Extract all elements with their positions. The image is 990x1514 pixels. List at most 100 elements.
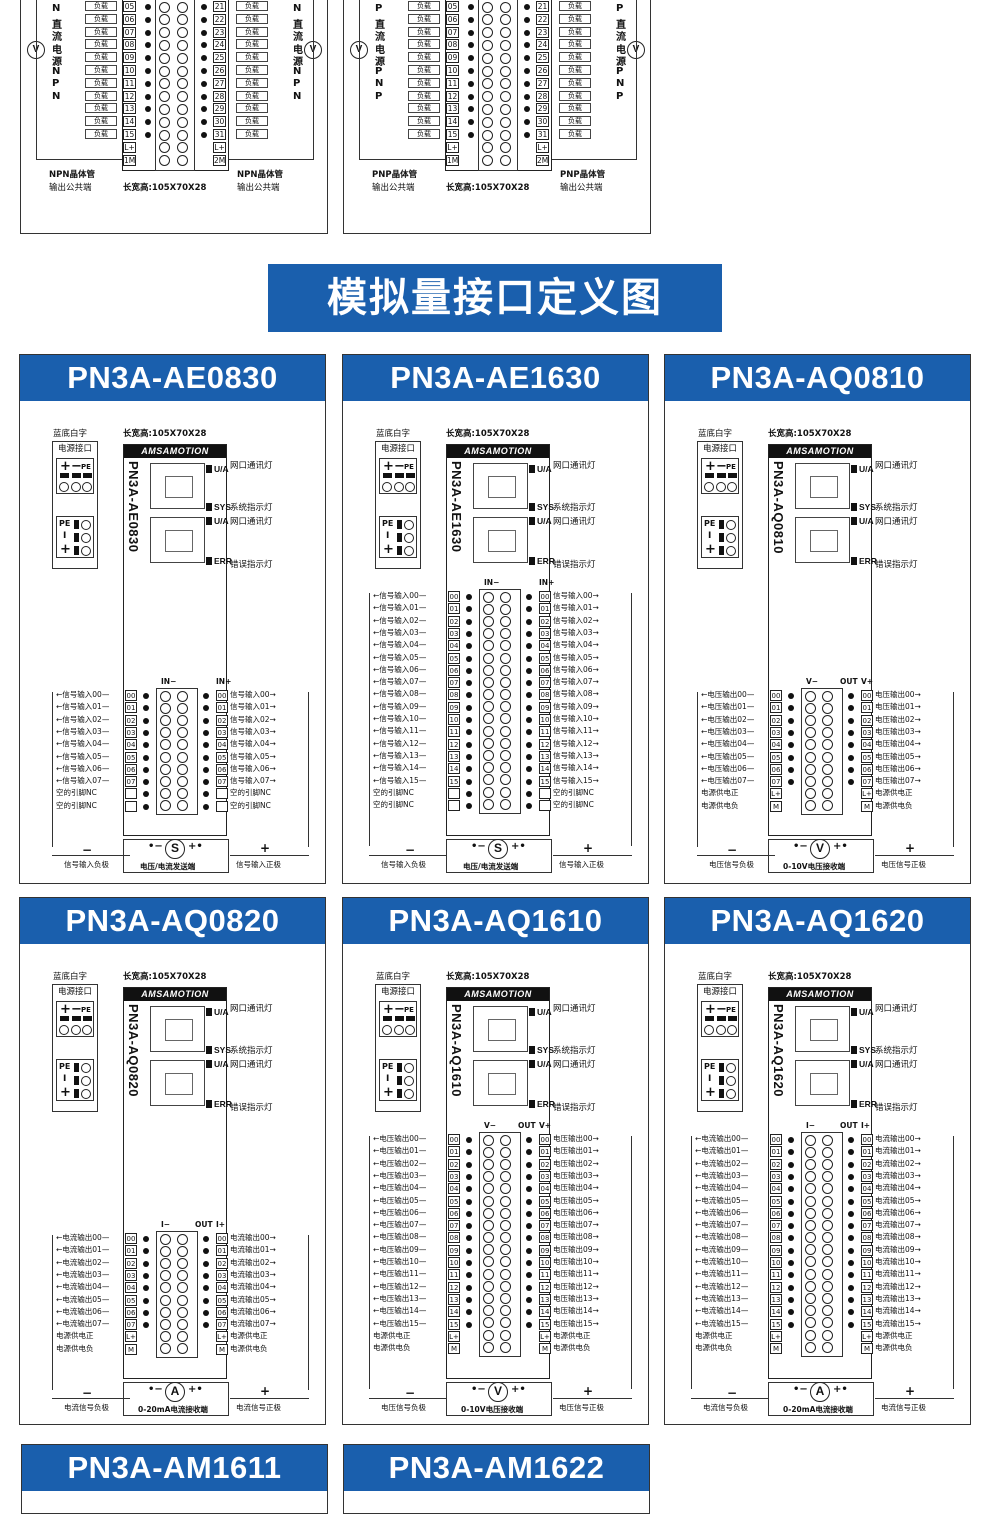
bus-wire-right (631, 593, 633, 847)
pin-dot (201, 93, 207, 100)
i-label: I (63, 531, 67, 541)
pin-number: 03 (861, 726, 873, 738)
pin-dot (201, 16, 207, 23)
terminal-hole (805, 1219, 816, 1231)
bus-wire-left (52, 692, 54, 847)
pin-number: 12 (770, 1281, 782, 1293)
terminal-header-left: IN− (484, 578, 500, 587)
pin-number: M (861, 1343, 873, 1355)
pin-number: 05 (770, 751, 782, 763)
terminal-hole (500, 664, 511, 676)
pin-number: 24 (536, 39, 549, 51)
pin-number: 00 (861, 1134, 873, 1145)
terminal-hole (482, 65, 493, 77)
pin-dot (143, 1248, 149, 1255)
pin-dot (848, 1296, 854, 1303)
pin-number: 01 (539, 1146, 551, 1158)
pin-dot (201, 29, 207, 36)
signal-source-icon: S (488, 839, 508, 859)
pin-dot (788, 1198, 794, 1205)
signal-label-left: ←电压输出02— (373, 1158, 427, 1168)
pin-dot (526, 803, 532, 810)
wire (228, 159, 314, 161)
terminal-hole (500, 1329, 511, 1341)
terminal-hole (500, 774, 511, 786)
pin-number: 02 (539, 1158, 551, 1170)
pin-dot (848, 1247, 854, 1254)
terminal-hole (805, 1232, 816, 1244)
terminal-hole (822, 1158, 833, 1170)
minus-sign: − (82, 1386, 93, 1400)
bus-wire-left (697, 692, 699, 847)
terminal-hole (177, 103, 188, 115)
led-desc: 网口通讯灯 (875, 1060, 918, 1070)
led-ua (851, 1008, 857, 1016)
pin-number: 01 (539, 603, 551, 615)
pin-dot (526, 594, 532, 600)
signal-label-right: 信号输入09→ (553, 701, 599, 711)
bottom-wire-right (553, 855, 632, 857)
ethernet-port-2 (150, 1060, 205, 1106)
pin-number: M (770, 800, 782, 812)
terminal-hole (159, 14, 170, 26)
terminal-hole (483, 1256, 494, 1268)
pin-number: 07 (861, 1220, 873, 1232)
caption-right: PNP晶体管 (560, 170, 606, 180)
pin-dot (466, 790, 472, 797)
terminal-hole (822, 1232, 833, 1244)
signal-label-left: ←电流输出03— (695, 1170, 749, 1180)
voltmeter-icon: V (488, 1382, 508, 1402)
terminal-header-mid: OUT (518, 1121, 536, 1130)
pin-number: 05 (448, 652, 460, 664)
dims-note: 长宽高:105X70X28 (768, 429, 852, 439)
terminal-hole (177, 27, 188, 39)
led-label-ua: U/A (537, 1007, 552, 1017)
terminal-hole (483, 1305, 494, 1317)
side-char: P (293, 78, 301, 89)
pin-number: 07 (448, 1220, 460, 1232)
terminal-header-right: V+ (861, 677, 874, 686)
pin-dot (526, 729, 532, 736)
pin-number: 11 (123, 77, 136, 89)
load-box: 负载 (408, 90, 440, 101)
terminal-hole (483, 774, 494, 786)
terminal-outline (478, 0, 518, 171)
pin-number: 25 (213, 52, 226, 64)
plus-label: + (705, 542, 716, 557)
terminal-hole (500, 103, 511, 115)
signal-label-left: ←电流输出07— (56, 1319, 110, 1329)
terminal-hole (405, 481, 415, 492)
pin-dot (788, 1149, 794, 1156)
pin-dot (526, 606, 532, 613)
pin-number: 11 (448, 1269, 460, 1281)
signal-label-left: ←信号输入15— (373, 775, 427, 785)
terminal-hole (482, 39, 493, 51)
pin-number: 01 (448, 1146, 460, 1158)
signal-label-right: 信号输入10→ (553, 714, 599, 723)
load-box: 负载 (236, 77, 268, 88)
ethernet-port-1 (150, 463, 205, 509)
signal-source-icon: S (165, 839, 185, 859)
pin-number: 09 (446, 52, 459, 64)
pin-dot (526, 1284, 532, 1291)
terminal-hole (159, 142, 170, 154)
terminal-header-left: IN− (161, 677, 177, 686)
pin-dot (524, 42, 530, 49)
led-desc: 网口通讯灯 (230, 1060, 273, 1070)
pin-dot (468, 55, 474, 62)
pin-number: 00 (125, 1233, 137, 1244)
pin-number: 06 (448, 664, 460, 676)
pin-number: 07 (216, 776, 228, 788)
signal-label-left: ←电压输出09— (373, 1244, 427, 1254)
terminal-hole (726, 1062, 736, 1073)
load-box: 负载 (85, 65, 117, 75)
pin-block (71, 473, 81, 478)
pin-dot (848, 1284, 854, 1291)
pin-dot (201, 132, 207, 138)
bottom-wire-left (52, 1398, 130, 1400)
pin-number: L+ (125, 1331, 137, 1343)
pin-dot (526, 630, 532, 637)
led-label-ua: U/A (859, 1007, 874, 1017)
pin-dot (788, 1309, 794, 1316)
wire (551, 159, 637, 161)
